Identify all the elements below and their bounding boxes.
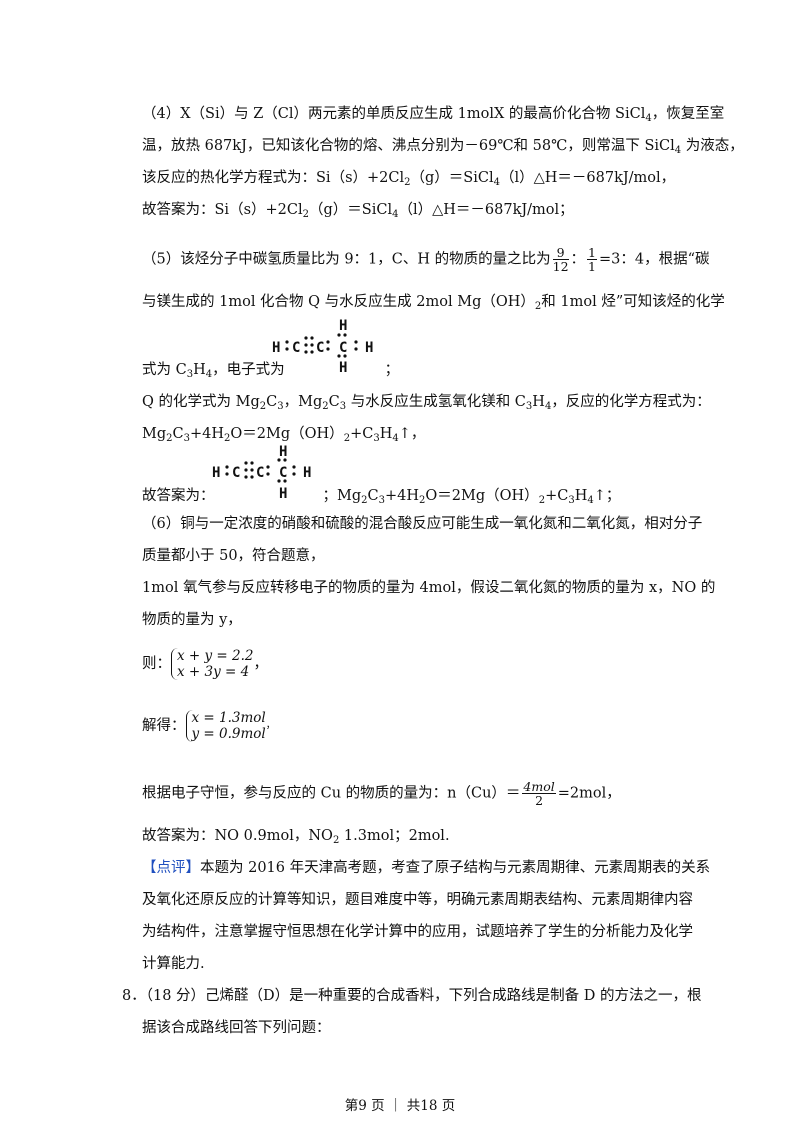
comment-tag: 【点评】 — [142, 860, 200, 876]
p5-line4: Q 的化学式为 Mg2C3，Mg2C3 与水反应生成氢氧化镁和 C3H4，反应的… — [142, 394, 711, 412]
comment-line1: 【点评】本题为 2016 年天津高考题，考查了原子结构与元素周期律、元素周期表的… — [142, 860, 711, 876]
comment-line2: 及氧化还原反应的计算等知识，题目难度中等，明确元素周期表结构、元素周期律内容 — [142, 892, 693, 908]
p4-line4: 故答案为：Si（s）+2Cl2（g）＝SiCl4（l）△H＝－687kJ/mol… — [142, 202, 574, 220]
p5-line2: 与镁生成的 1mol 化合物 Q 与水反应生成 2mol Mg（OH）2和 1m… — [142, 294, 725, 312]
comment-line3: 为结构件，注意掌握守恒思想在化学计算中的应用，试题培养了学生的分析能力及化学 — [142, 924, 693, 940]
p4-line1: （4）X（Si）与 Z（Cl）两元素的单质反应生成 1molX 的最高价化合物 … — [142, 106, 725, 124]
comment-line4: 计算能力. — [142, 956, 205, 972]
p4-line2: 温，放热 687kJ，已知该化合物的熔、沸点分别为－69℃和 58℃，则常温下 … — [142, 138, 744, 156]
question-8-line2: 据该合成路线回答下列问题： — [142, 1020, 331, 1036]
p6-answer: 故答案为：NO 0.9mol，NO2 1.3mol；2mol. — [142, 828, 450, 846]
p5-line5: Mg2C3+4H2O＝2Mg（OH）2+C3H4↑， — [142, 426, 426, 444]
p6-line4: 物质的量为 y， — [142, 612, 242, 628]
page-footer: 第9 页 ｜ 共18 页 — [344, 1098, 456, 1114]
p6-line2: 质量都小于 50，符合题意， — [142, 548, 325, 564]
p5-line6: 故答案为：；Mg2C3+4H2O＝2Mg（OH）2+C3H4↑； — [142, 488, 621, 506]
p4-line3: 该反应的热化学方程式为：Si（s）+2Cl2（g）＝SiCl4（l）△H＝－68… — [142, 170, 676, 188]
p5-line3: 式为 C3H4，电子式为； — [142, 362, 400, 380]
question-8-line1: 8．（18 分）己烯醛（D）是一种重要的合成香料，下列合成路线是制备 D 的方法… — [122, 988, 702, 1004]
p6-line3: 1mol 氧气参与反应转移电子的物质的量为 4mol，假设二氧化氮的物质的量为 … — [142, 580, 716, 596]
p6-line1: （6）铜与一定浓度的硝酸和硫酸的混合酸反应可能生成一氧化氮和二氧化氮，相对分子 — [142, 516, 703, 532]
